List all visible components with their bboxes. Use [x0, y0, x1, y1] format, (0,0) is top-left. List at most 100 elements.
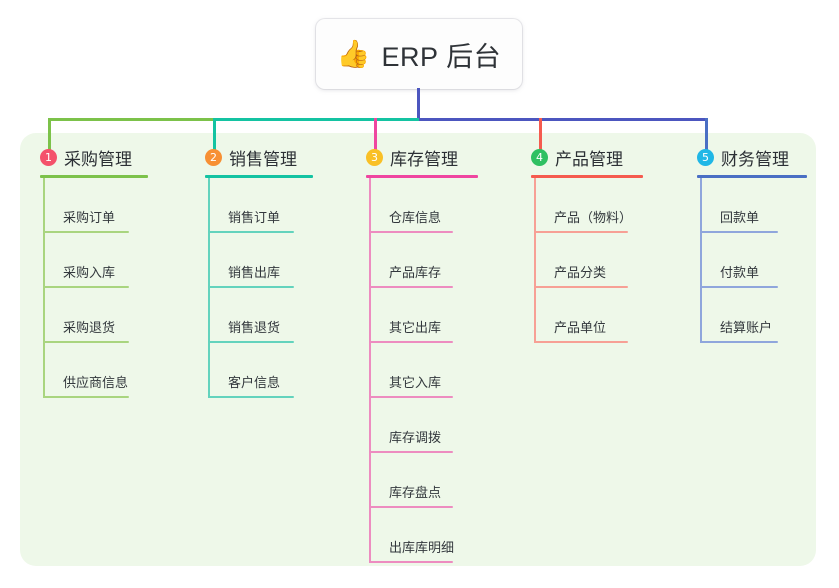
category-item-underline — [534, 286, 628, 288]
category-item-underline — [534, 341, 628, 343]
category-item-label: 销售出库 — [228, 265, 281, 280]
category-item-label: 其它出库 — [389, 320, 442, 335]
category-item-label: 产品单位 — [554, 320, 607, 335]
category-item-label: 采购退货 — [63, 320, 116, 335]
category-item-underline — [43, 396, 129, 398]
category-item-underline — [208, 396, 294, 398]
category-item-underline — [43, 231, 129, 233]
category-item-label: 产品分类 — [554, 265, 607, 280]
category-spine-line — [369, 178, 371, 563]
column-stub-line-2 — [213, 118, 216, 152]
category-title: 采购管理 — [64, 149, 132, 169]
category-item[interactable]: 采购入库 — [43, 233, 148, 288]
category-item[interactable]: 采购订单 — [43, 178, 148, 233]
category-number-badge: 4 — [531, 148, 548, 166]
column-stub-line-3 — [374, 118, 377, 152]
category-item[interactable]: 产品单位 — [534, 288, 643, 343]
category-item-underline — [369, 561, 453, 563]
category-items-2: 销售订单销售出库销售退货客户信息 — [208, 178, 313, 398]
category-item-underline — [43, 286, 129, 288]
category-item[interactable]: 销售出库 — [208, 233, 313, 288]
category-header-5[interactable]: 5 财务管理 — [697, 145, 807, 169]
category-item[interactable]: 采购退货 — [43, 288, 148, 343]
category-item-underline — [369, 451, 453, 453]
root-node[interactable]: 👍 ERP 后台 — [316, 19, 522, 89]
category-item[interactable]: 库存盘点 — [369, 453, 478, 508]
category-item-underline — [369, 506, 453, 508]
category-item-label: 供应商信息 — [63, 375, 129, 390]
category-number-badge: 2 — [205, 148, 222, 166]
category-underline — [366, 175, 478, 178]
column-stub-line-1 — [48, 118, 51, 152]
category-item-label: 采购订单 — [63, 210, 116, 225]
category-items-4: 产品（物料） 产品分类产品单位 — [534, 178, 643, 343]
category-spine-line — [43, 178, 45, 398]
category-item-underline — [369, 396, 453, 398]
category-items-3: 仓库信息产品库存其它出库其它入库库存调拨库存盘点出库库明细 — [369, 178, 478, 563]
category-item-label: 销售退货 — [228, 320, 281, 335]
category-number-badge: 1 — [40, 148, 57, 166]
category-item[interactable]: 客户信息 — [208, 343, 313, 398]
category-item-label: 回款单 — [720, 210, 760, 225]
category-item-label: 库存盘点 — [389, 485, 442, 500]
category-column-5: 5 财务管理回款单付款单结算账户 — [697, 145, 807, 343]
category-item-label: 其它入库 — [389, 375, 442, 390]
category-underline — [40, 175, 148, 178]
thumbs-up-icon: 👍 — [336, 38, 371, 70]
category-number-badge: 5 — [697, 148, 714, 166]
category-column-1: 1 采购管理采购订单采购入库采购退货供应商信息 — [40, 145, 148, 398]
root-node-title: ERP 后台 — [381, 41, 502, 72]
category-item-underline — [534, 231, 628, 233]
trunk-segment-left — [48, 118, 216, 121]
category-spine-line — [208, 178, 210, 398]
category-item-underline — [208, 341, 294, 343]
category-item-label: 产品（物料） — [554, 210, 633, 225]
category-items-5: 回款单付款单结算账户 — [700, 178, 807, 343]
category-item[interactable]: 结算账户 — [700, 288, 807, 343]
category-item-label: 采购入库 — [63, 265, 116, 280]
category-item-label: 出库库明细 — [389, 540, 455, 555]
category-item-label: 客户信息 — [228, 375, 281, 390]
category-item-underline — [208, 286, 294, 288]
category-item-underline — [700, 341, 778, 343]
column-stub-line-5 — [705, 118, 708, 152]
category-header-1[interactable]: 1 采购管理 — [40, 145, 148, 169]
category-number-badge: 3 — [366, 148, 383, 166]
category-title: 财务管理 — [721, 149, 789, 169]
category-item-label: 付款单 — [720, 265, 760, 280]
category-item[interactable]: 出库库明细 — [369, 508, 478, 563]
category-item[interactable]: 产品库存 — [369, 233, 478, 288]
category-underline — [205, 175, 313, 178]
category-item-label: 产品库存 — [389, 265, 442, 280]
category-title: 库存管理 — [390, 149, 458, 169]
category-item[interactable]: 产品（物料） — [534, 178, 643, 233]
category-item-label: 结算账户 — [720, 320, 773, 335]
category-item[interactable]: 销售退货 — [208, 288, 313, 343]
category-item[interactable]: 其它出库 — [369, 288, 478, 343]
category-item[interactable]: 仓库信息 — [369, 178, 478, 233]
category-item-label: 库存调拨 — [389, 430, 442, 445]
category-item[interactable]: 库存调拨 — [369, 398, 478, 453]
diagram-panel — [20, 133, 816, 566]
category-item-underline — [369, 286, 453, 288]
category-item[interactable]: 销售订单 — [208, 178, 313, 233]
trunk-segment-right — [419, 118, 708, 121]
trunk-segment-mid — [213, 118, 422, 121]
category-item[interactable]: 付款单 — [700, 233, 807, 288]
category-spine-line — [534, 178, 536, 343]
category-item[interactable]: 供应商信息 — [43, 343, 148, 398]
root-stem-line — [417, 88, 420, 121]
category-item-underline — [700, 231, 778, 233]
category-item-label: 销售订单 — [228, 210, 281, 225]
category-item[interactable]: 其它入库 — [369, 343, 478, 398]
category-item[interactable]: 回款单 — [700, 178, 807, 233]
category-item-label: 仓库信息 — [389, 210, 442, 225]
category-items-1: 采购订单采购入库采购退货供应商信息 — [43, 178, 148, 398]
category-item[interactable]: 产品分类 — [534, 233, 643, 288]
category-header-3[interactable]: 3 库存管理 — [366, 145, 478, 169]
category-item-underline — [700, 286, 778, 288]
